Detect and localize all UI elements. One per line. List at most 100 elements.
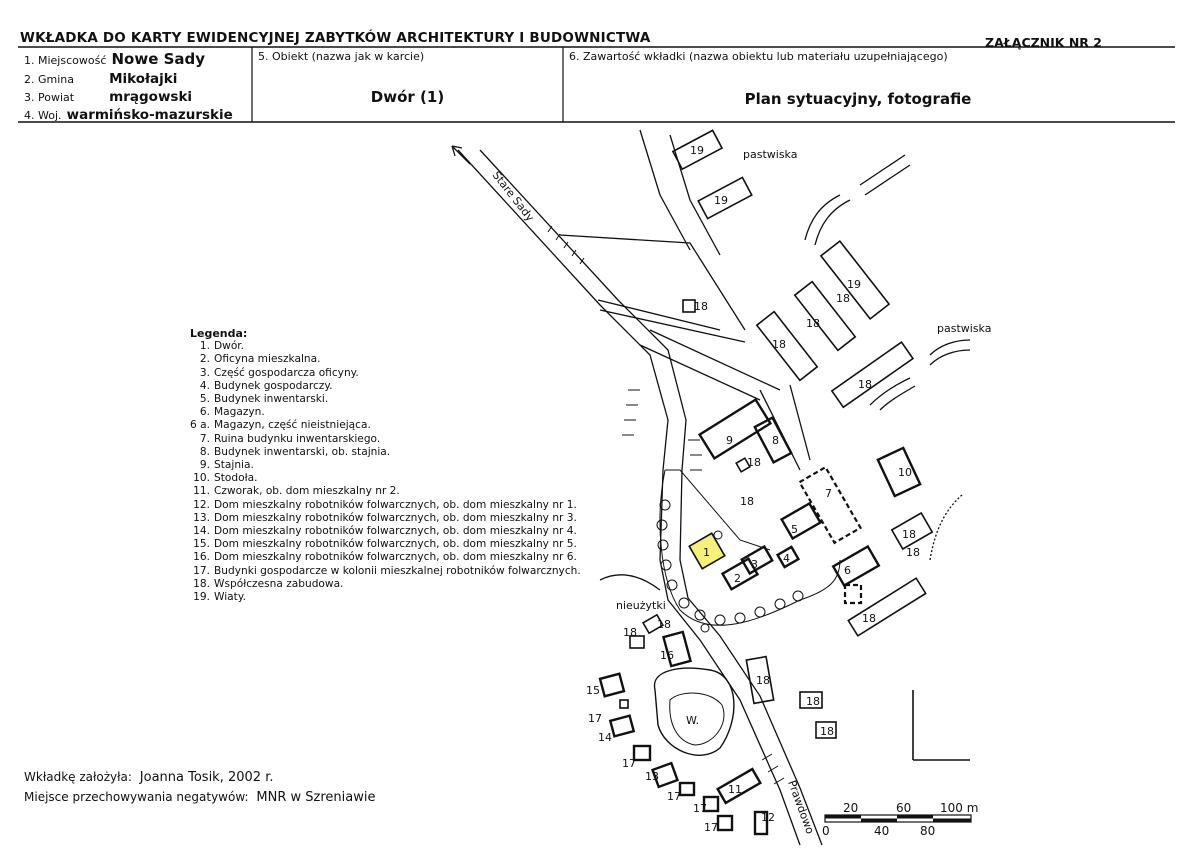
legend-item: 16.Dom mieszkalny robotników folwarcznyc… xyxy=(190,551,581,564)
svg-text:17: 17 xyxy=(667,790,681,803)
scale-bar xyxy=(824,814,972,823)
legend-item-number: 4. xyxy=(199,379,210,392)
svg-text:14: 14 xyxy=(598,731,612,744)
road-arrow xyxy=(451,145,471,165)
svg-text:10: 10 xyxy=(898,466,912,479)
legend-item-text: Magazyn, część nieistniejąca. xyxy=(214,419,371,432)
location-block: 1. Miejscowość Nowe Sady 2. Gmina Mikoła… xyxy=(24,49,233,123)
field-roads xyxy=(559,129,811,471)
legend-item: 6. Magazyn. xyxy=(190,406,581,419)
scale-label-80: 80 xyxy=(920,824,935,838)
legend-item-number: 8. xyxy=(199,445,210,458)
legend: Legenda: 1.Dwór.2.Oficyna mieszkalna.3.C… xyxy=(190,327,581,604)
scale-label-100m: 100 m xyxy=(940,801,978,815)
buildings xyxy=(598,129,934,836)
legend-item-text: Dom mieszkalny robotników folwarcznych, … xyxy=(214,511,577,524)
legend-item-number: 12. xyxy=(193,498,210,511)
legend-item: 6 a. Magazyn, część nieistniejąca. xyxy=(190,419,581,432)
svg-text:18: 18 xyxy=(862,612,876,625)
author-value: Joanna Tosik, 2002 r. xyxy=(139,770,274,785)
legend-item: 5.Budynek inwentarski. xyxy=(190,393,581,406)
gmina-label: 2. Gmina xyxy=(24,73,74,86)
legend-item-text: Budynek inwentarski, ob. stajnia. xyxy=(214,445,391,458)
legend-item-number: 6 a. xyxy=(190,419,210,432)
svg-text:18: 18 xyxy=(623,626,637,639)
legend-item: 3. Część gospodarcza oficyny. xyxy=(190,367,581,380)
legend-item-number: 1. xyxy=(199,340,210,353)
svg-text:6: 6 xyxy=(844,564,851,577)
label-pastwiska-top: pastwiska xyxy=(743,148,797,161)
legend-item-number: 13. xyxy=(193,511,210,524)
svg-text:18: 18 xyxy=(906,546,920,559)
powiat-value: mrągowski xyxy=(109,89,193,105)
svg-text:18: 18 xyxy=(820,725,834,738)
legend-item-number: 14. xyxy=(193,525,210,538)
legend-item: 14. Dom mieszkalny robotników folwarcznyc… xyxy=(190,525,581,538)
svg-text:15: 15 xyxy=(586,684,600,697)
legend-item-text: Część gospodarcza oficyny. xyxy=(214,366,359,379)
legend-item-text: Stajnia. xyxy=(214,459,254,472)
svg-text:7: 7 xyxy=(825,487,832,500)
svg-text:13: 13 xyxy=(645,770,659,783)
object-label: 5. Obiekt (nazwa jak w karcie) xyxy=(258,50,425,63)
legend-item-text: Dom mieszkalny robotników folwarcznych, … xyxy=(214,551,577,564)
ruin-outlines xyxy=(798,465,863,605)
svg-text:18: 18 xyxy=(772,338,786,351)
legend-item: 15.Dom mieszkalny robotników folwarcznyc… xyxy=(190,538,581,551)
legend-item-text: Budynek gospodarczy. xyxy=(214,379,333,392)
svg-text:17: 17 xyxy=(622,757,636,770)
svg-text:5: 5 xyxy=(791,523,798,536)
legend-title: Legenda: xyxy=(190,327,248,340)
legend-item-text: Magazyn. xyxy=(214,406,265,419)
scale-label-60: 60 xyxy=(896,801,911,815)
svg-text:18: 18 xyxy=(747,456,761,469)
building-numbers: 19 19 19 18 18 18 18 18 9 8 18 18 10 7 5… xyxy=(586,144,920,834)
legend-item-number: 3. xyxy=(199,366,210,379)
woj-label: 4. Woj. xyxy=(24,109,62,122)
legend-item-text: Wiaty. xyxy=(214,591,246,604)
svg-text:18: 18 xyxy=(740,495,754,508)
svg-text:17: 17 xyxy=(588,712,602,725)
label-stare-sady: Stare Sady xyxy=(490,169,537,225)
svg-text:17: 17 xyxy=(693,802,707,815)
legend-item: 12.Dom mieszkalny robotników folwarcznyc… xyxy=(190,499,581,512)
svg-text:19: 19 xyxy=(690,144,704,157)
legend-item: 18. Współczesna zabudowa. xyxy=(190,578,581,591)
label-prawdowo: Prawdowo xyxy=(785,779,817,836)
svg-text:19: 19 xyxy=(714,194,728,207)
legend-item-text: Czworak, ob. dom mieszkalny nr 2. xyxy=(214,485,400,498)
storage-line: Miejsce przechowywania negatywów: MNR w … xyxy=(24,790,375,805)
label-pond: W. xyxy=(686,714,699,727)
pasture-lines xyxy=(599,154,971,591)
svg-text:18: 18 xyxy=(806,317,820,330)
legend-item-number: 19. xyxy=(193,591,210,604)
author-label: Wkładkę założyła: xyxy=(24,770,132,784)
legend-item-number: 6. xyxy=(199,406,210,419)
svg-text:1: 1 xyxy=(703,546,710,559)
gmina-value: Mikołajki xyxy=(109,71,178,87)
svg-text:3: 3 xyxy=(751,558,758,571)
legend-item: 13. Dom mieszkalny robotników folwarcznyc… xyxy=(190,512,581,525)
legend-item-text: Stodoła. xyxy=(214,472,258,485)
legend-item: 10.Stodoła. xyxy=(190,472,581,485)
legend-item-text: Współczesna zabudowa. xyxy=(214,577,344,590)
contents-value: Plan sytuacyjny, fotografie xyxy=(744,90,972,108)
svg-text:17: 17 xyxy=(704,821,718,834)
legend-item-number: 18. xyxy=(193,577,210,590)
legend-item: 1. Dwór. xyxy=(190,340,581,353)
author-line: Wkładkę założyła: Joanna Tosik, 2002 r. xyxy=(24,770,273,785)
legend-item-text: Dom mieszkalny robotników folwarcznych, … xyxy=(214,538,577,551)
scale-label-0: 0 xyxy=(822,824,830,838)
legend-item-text: Oficyna mieszkalna. xyxy=(214,353,321,366)
scale-label-40: 40 xyxy=(874,824,889,838)
svg-text:4: 4 xyxy=(783,552,790,565)
legend-item-number: 17. xyxy=(193,564,210,577)
svg-text:8: 8 xyxy=(772,434,779,447)
svg-text:18: 18 xyxy=(902,528,916,541)
legend-item: 9.Stajnia. xyxy=(190,459,581,472)
legend-item-text: Dom mieszkalny robotników folwarcznych, … xyxy=(214,525,577,538)
svg-text:18: 18 xyxy=(756,674,770,687)
legend-item-text: Dwór. xyxy=(214,340,245,353)
form-title: WKŁADKA DO KARTY EWIDENCYJNEJ ZABYTKÓW A… xyxy=(20,30,651,46)
